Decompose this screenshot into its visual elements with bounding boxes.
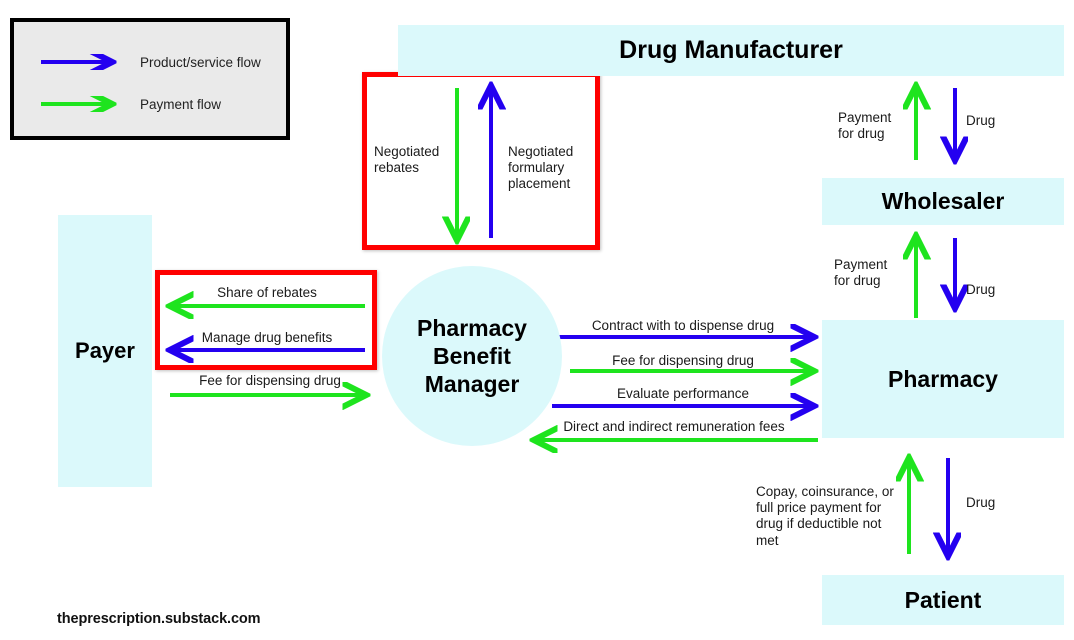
- label-drug-pharmacy-to-patient: Drug: [966, 495, 996, 510]
- label-direct-and-indirect-remuneration-fees: Direct and indirect remuneration fees: [563, 419, 785, 434]
- label-payment-for-drug-wholesaler: Payment for drug: [834, 257, 888, 289]
- product-flow-arrow-icon: [41, 54, 122, 70]
- legend-label-product-service-flow: Product/service flow: [140, 54, 261, 70]
- entity-drug-manufacturer: Drug Manufacturer: [398, 25, 1064, 76]
- legend-item-product-service-flow: Product/service flow: [40, 54, 261, 70]
- payment-flow-arrow-icon: [41, 96, 122, 112]
- label-share-of-rebates: Share of rebates: [217, 285, 317, 300]
- legend: Product/service flow Payment flow: [10, 18, 290, 140]
- label-manage-drug-benefits: Manage drug benefits: [201, 330, 333, 345]
- label-copay-payment: Copay, coinsurance, or full price paymen…: [756, 484, 894, 548]
- label-negotiated-rebates: Negotiated rebates: [374, 144, 440, 176]
- label-contract-with-to-dispense-drug: Contract with to dispense drug: [591, 318, 775, 333]
- label-drug-wholesaler-to-pharmacy: Drug: [966, 282, 996, 297]
- pbm-label: Pharmacy Benefit Manager: [417, 314, 527, 398]
- footer-attribution: theprescription.substack.com: [57, 611, 261, 627]
- label-payment-for-drug-manufacturer: Payment for drug: [838, 110, 892, 142]
- label-fee-for-dispensing-drug-payer: Fee for dispensing drug: [199, 373, 341, 388]
- label-negotiated-formulary-placement: Negotiated formulary placement: [508, 144, 574, 192]
- legend-label-payment-flow: Payment flow: [140, 96, 222, 112]
- legend-item-payment-flow: Payment flow: [40, 96, 221, 112]
- label-fee-for-dispensing-drug-pharmacy: Fee for dispensing drug: [612, 353, 754, 368]
- entity-payer: Payer: [58, 215, 152, 487]
- label-drug-manufacturer-to-wholesaler: Drug: [966, 113, 996, 128]
- entity-pharmacy-benefit-manager: Pharmacy Benefit Manager: [382, 266, 562, 446]
- label-evaluate-performance: Evaluate performance: [616, 386, 750, 401]
- entity-wholesaler: Wholesaler: [822, 178, 1064, 225]
- entity-patient: Patient: [822, 575, 1064, 625]
- entity-pharmacy: Pharmacy: [822, 320, 1064, 438]
